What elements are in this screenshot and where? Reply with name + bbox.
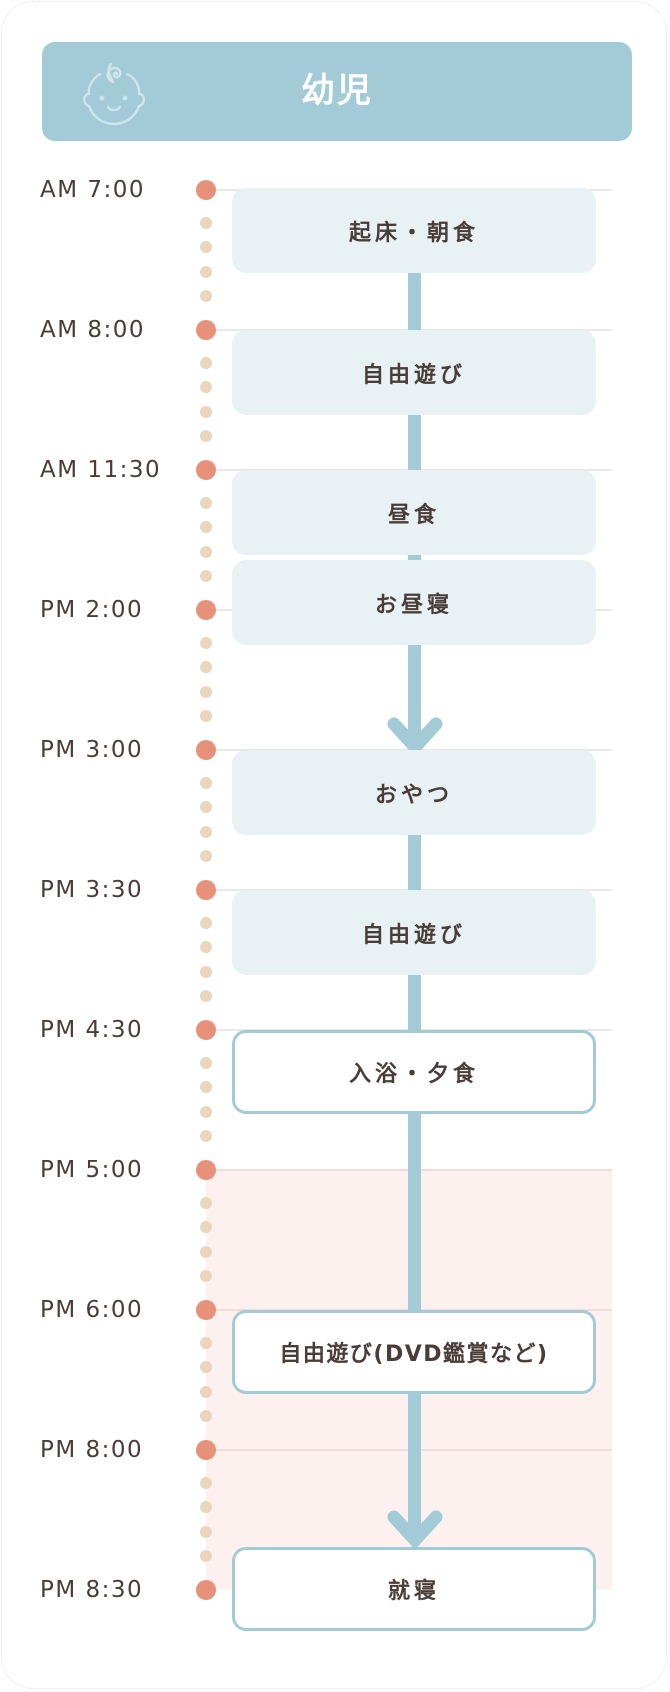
minor-dot [200, 801, 212, 813]
minor-dot [200, 546, 212, 558]
time-label: AM 7:00 [40, 177, 146, 203]
activity-label: 昼食 [387, 502, 440, 528]
minor-dot [200, 1361, 212, 1373]
minor-dot [200, 1337, 212, 1349]
minor-dot [200, 1270, 212, 1282]
activity-box: 入浴・夕食 [232, 1030, 596, 1114]
minor-dot [200, 381, 212, 393]
minor-dot [200, 1477, 212, 1489]
minor-dot [200, 430, 212, 442]
activity-box: 自由遊び [232, 330, 596, 415]
activity-box: おやつ [232, 750, 596, 835]
hour-marker-dot [196, 740, 216, 760]
minor-dot [200, 686, 212, 698]
arrow-down-icon [387, 1510, 443, 1549]
minor-dot [200, 637, 212, 649]
minor-dot [200, 521, 212, 533]
hour-marker-dot [196, 1580, 216, 1600]
flow-connector [408, 554, 421, 562]
time-label: PM 4:30 [40, 1017, 144, 1043]
activity-label: 起床・朝食 [348, 220, 479, 246]
minor-dot [200, 217, 212, 229]
minor-dot [200, 1221, 212, 1233]
hour-marker-dot [196, 1020, 216, 1040]
minor-dot [200, 1550, 212, 1562]
activity-label: 自由遊び(DVD鑑賞など) [279, 1342, 549, 1367]
flow-connector [408, 974, 421, 1032]
minor-dot [200, 990, 212, 1002]
time-label: PM 8:30 [40, 1577, 144, 1603]
time-label: PM 6:00 [40, 1297, 144, 1323]
minor-dot [200, 1057, 212, 1069]
minor-dot [200, 941, 212, 953]
minor-dot [200, 1081, 212, 1093]
arrow-down-icon [387, 717, 443, 756]
minor-dot [200, 1246, 212, 1258]
time-label: AM 8:00 [40, 317, 146, 343]
minor-dot [200, 661, 212, 673]
minor-dot [200, 1197, 212, 1209]
activity-box: 起床・朝食 [232, 188, 596, 273]
time-label: AM 11:30 [40, 457, 162, 483]
flow-connector [408, 644, 421, 744]
flow-connector [408, 1392, 421, 1538]
minor-dot [200, 1386, 212, 1398]
minor-dot [200, 777, 212, 789]
minor-dot [200, 710, 212, 722]
activity-label: 自由遊び [361, 362, 466, 388]
minor-dot [200, 917, 212, 929]
activity-label: 就寝 [387, 1579, 440, 1604]
activity-box: 自由遊び(DVD鑑賞など) [232, 1310, 596, 1394]
time-label: PM 3:30 [40, 877, 144, 903]
minor-dot [200, 241, 212, 253]
hour-marker-dot [196, 1440, 216, 1460]
hour-marker-dot [196, 600, 216, 620]
flow-connector [408, 1112, 421, 1312]
activity-label: お昼寝 [374, 592, 453, 618]
minor-dot [200, 826, 212, 838]
activity-box: 就寝 [232, 1547, 596, 1631]
flow-connector [408, 414, 421, 472]
activity-label: 入浴・夕食 [348, 1062, 479, 1087]
hour-marker-dot [196, 880, 216, 900]
activity-label: おやつ [374, 782, 453, 808]
time-label: PM 3:00 [40, 737, 144, 763]
hour-marker-dot [196, 320, 216, 340]
activity-box: 自由遊び [232, 890, 596, 975]
hour-marker-dot [196, 180, 216, 200]
time-label: PM 8:00 [40, 1437, 144, 1463]
minor-dot [200, 1526, 212, 1538]
time-label: PM 2:00 [40, 597, 144, 623]
hour-marker-dot [196, 460, 216, 480]
minor-dot [200, 1106, 212, 1118]
activity-box: お昼寝 [232, 560, 596, 645]
minor-dot [200, 1130, 212, 1142]
minor-dot [200, 290, 212, 302]
flow-connector [408, 272, 421, 332]
minor-dot [200, 850, 212, 862]
minor-dot [200, 966, 212, 978]
minor-dot [200, 266, 212, 278]
minor-dot [200, 357, 212, 369]
baby-face-icon [82, 62, 146, 126]
minor-dot [200, 497, 212, 509]
minor-dot [200, 1501, 212, 1513]
page-title: 幼児 [301, 71, 373, 111]
hour-marker-dot [196, 1160, 216, 1180]
minor-dot [200, 406, 212, 418]
minor-dot [200, 1410, 212, 1422]
activity-box: 昼食 [232, 470, 596, 555]
hour-marker-dot [196, 1300, 216, 1320]
activity-label: 自由遊び [361, 922, 466, 948]
time-label: PM 5:00 [40, 1157, 144, 1183]
flow-connector [408, 834, 421, 892]
minor-dot [200, 570, 212, 582]
